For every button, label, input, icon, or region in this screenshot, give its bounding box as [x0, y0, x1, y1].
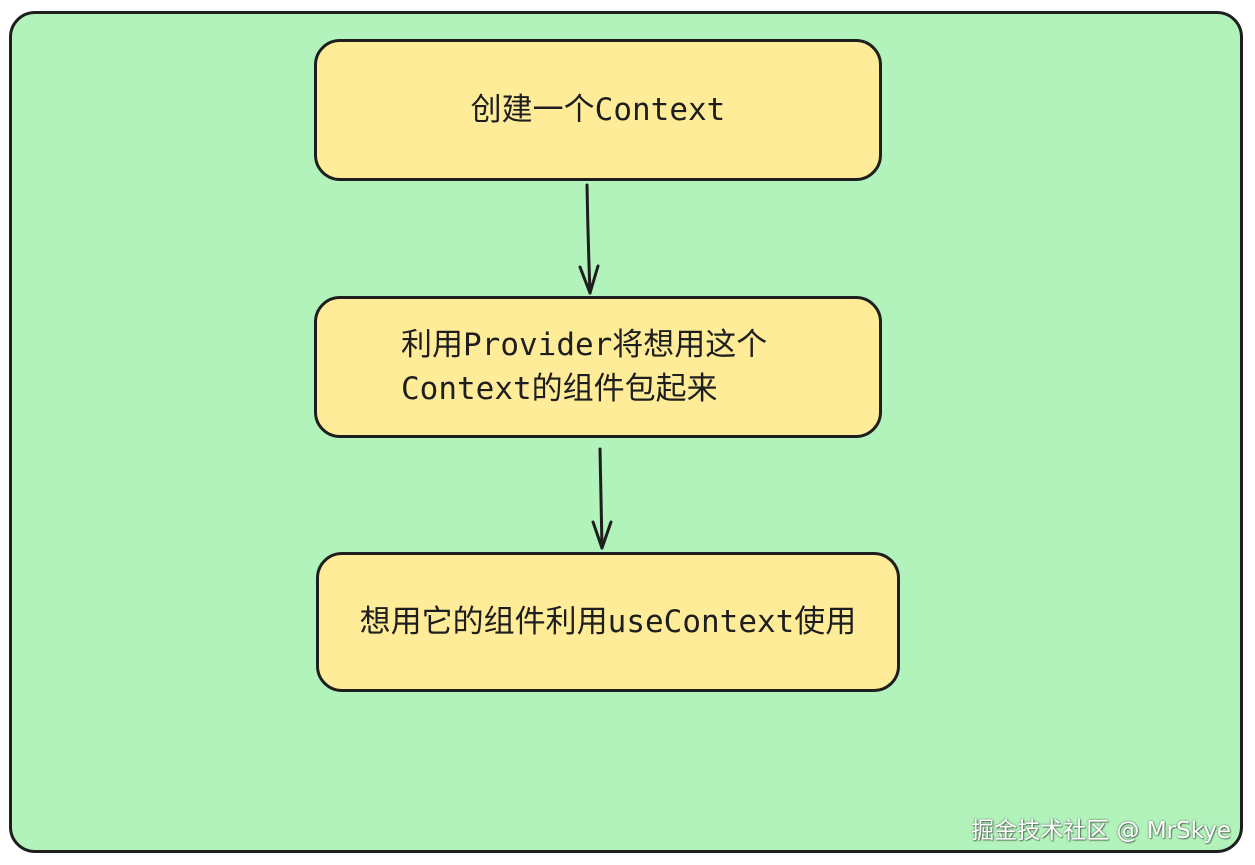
step-2-text: 利用Provider将想用这个 Context的组件包起来: [401, 323, 767, 411]
step-1-node: 创建一个Context: [314, 39, 882, 181]
arrow-step-1-to-step-2: [578, 183, 600, 295]
step-2-label-line-2: Context的组件包起来: [401, 371, 718, 407]
step-1-label: 创建一个Context: [470, 92, 726, 128]
step-2-label-line-1: 利用Provider将想用这个: [401, 327, 768, 363]
step-3-label: 想用它的组件利用useContext使用: [359, 604, 857, 640]
arrow-step-2-to-step-3: [591, 447, 613, 550]
step-2-node: 利用Provider将想用这个 Context的组件包起来: [314, 296, 882, 438]
watermark: 掘金技术社区 @ MrSkye: [971, 818, 1231, 844]
step-3-node: 想用它的组件利用useContext使用: [316, 552, 900, 692]
